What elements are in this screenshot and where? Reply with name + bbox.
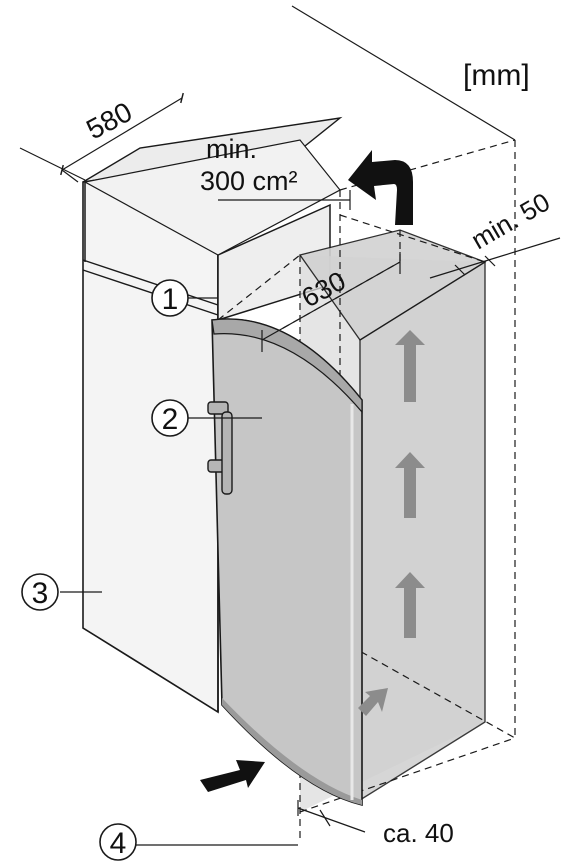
appliance-door [211,318,363,807]
ventilation-label-line1: min. [206,134,257,164]
arrow-right-icon [200,760,265,792]
dimension-gap-top: min. 50 [466,187,555,256]
dimension-width-580: 580 [81,96,137,145]
arrow-up-icon [395,572,425,638]
dimension-gap-bottom: ca. 40 [383,818,454,848]
callout-3: 3 [21,573,59,611]
callout-2-number: 2 [162,403,179,436]
callout-4: 4 [99,823,137,861]
arrow-up-icon [395,330,425,402]
callout-2: 2 [151,399,189,437]
ventilation-label-line2: 300 cm² [200,166,298,196]
callout-1-number: 1 [162,283,179,316]
callout-1: 1 [151,279,189,317]
units-label: [mm] [463,59,530,92]
arrow-up-icon [395,452,425,518]
airflow-arrows [358,330,425,716]
callout-3-number: 3 [32,577,49,610]
curved-arrow-up-left-icon [348,150,413,225]
dimension-lines [60,92,561,846]
arrow-up-right-icon [358,688,388,716]
callout-4-number: 4 [110,827,127,860]
door-handle [207,401,233,495]
